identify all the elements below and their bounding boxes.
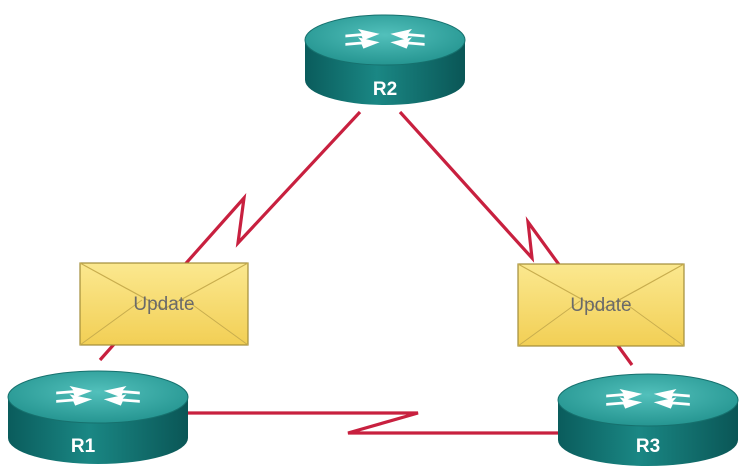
router-r3: R3: [557, 373, 739, 466]
router-r3-label: R3: [636, 436, 660, 457]
router-r1-label: R1: [71, 436, 96, 457]
update-envelope-left: Update: [79, 262, 249, 346]
router-r2: R2: [304, 14, 466, 105]
update-envelope-right: Update: [517, 263, 685, 347]
serial-link-r1-r3: [185, 411, 560, 435]
router-r1: R1: [7, 370, 189, 464]
update-label-left: Update: [133, 294, 194, 315]
update-label-right: Update: [570, 295, 631, 316]
router-r2-label: R2: [373, 79, 397, 100]
